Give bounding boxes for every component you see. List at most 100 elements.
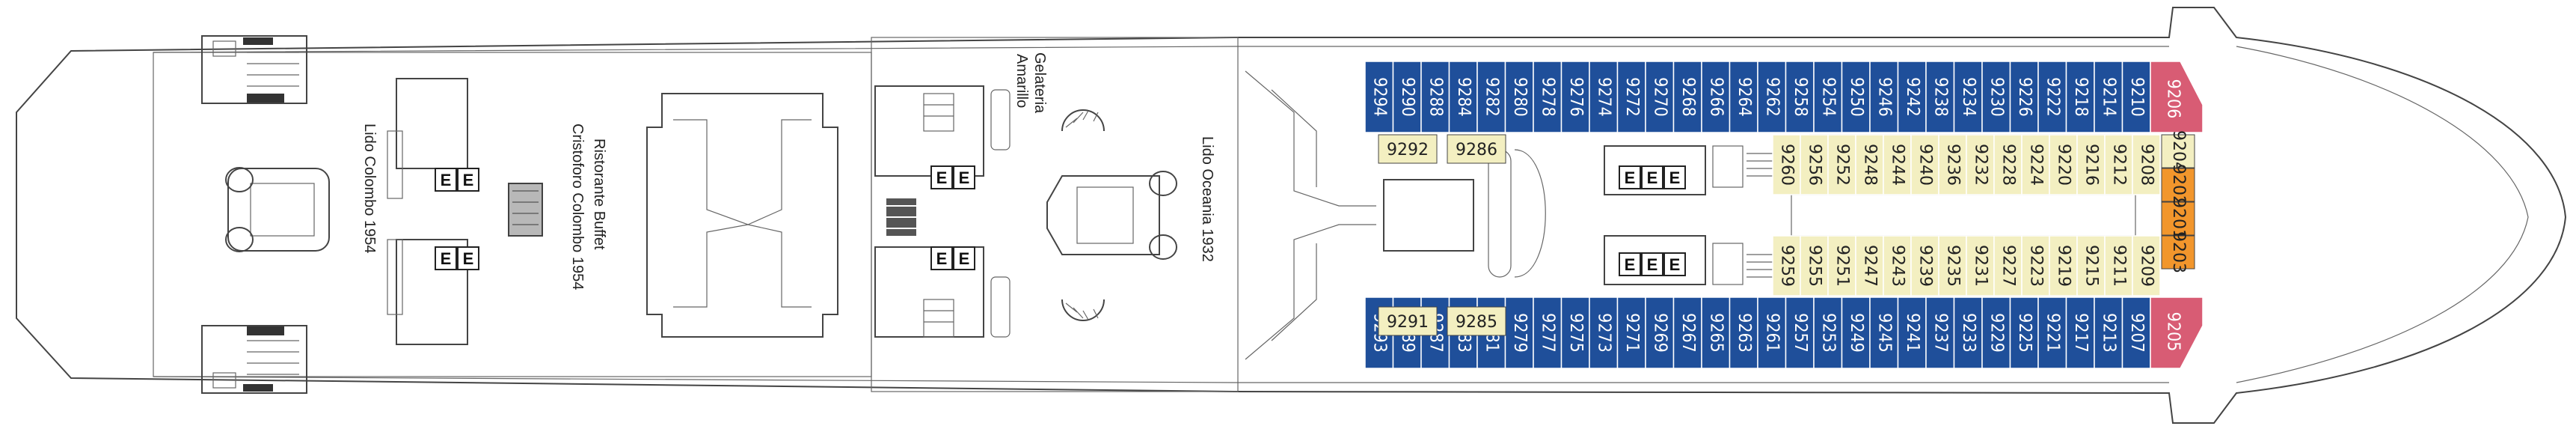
cabin-9288[interactable]: 9288 xyxy=(1420,61,1450,133)
cabin-9257[interactable]: 9257 xyxy=(1785,296,1815,369)
cabin-9237[interactable]: 9237 xyxy=(1925,296,1955,369)
cabin-9250[interactable]: 9250 xyxy=(1841,61,1871,133)
cabin-9256[interactable]: 9256 xyxy=(1800,134,1829,195)
cabin-9220[interactable]: 9220 xyxy=(2049,134,2078,195)
cabin-9277[interactable]: 9277 xyxy=(1533,296,1563,369)
cabin-9292[interactable]: 9292 xyxy=(1378,134,1438,164)
cabin-9275[interactable]: 9275 xyxy=(1560,296,1590,369)
cabin-9286[interactable]: 9286 xyxy=(1447,134,1506,164)
cabin-9247[interactable]: 9247 xyxy=(1855,235,1884,296)
cabin-9294[interactable]: 9294 xyxy=(1364,61,1394,133)
cabin-9226[interactable]: 9226 xyxy=(2009,61,2039,133)
cabin-9239[interactable]: 9239 xyxy=(1910,235,1939,296)
cabin-9291[interactable]: 9291 xyxy=(1378,306,1438,336)
cabin-9225[interactable]: 9225 xyxy=(2009,296,2039,369)
cabin-9242[interactable]: 9242 xyxy=(1897,61,1927,133)
cabin-9232[interactable]: 9232 xyxy=(1966,134,1995,195)
cabin-9284[interactable]: 9284 xyxy=(1448,61,1478,133)
cabin-9278[interactable]: 9278 xyxy=(1533,61,1563,133)
cabin-9263[interactable]: 9263 xyxy=(1729,296,1758,369)
cabin-number: 9237 xyxy=(1931,313,1950,353)
cabin-9267[interactable]: 9267 xyxy=(1672,296,1702,369)
cabin-9201[interactable]: 9201 xyxy=(2161,198,2195,240)
cabin-9280[interactable]: 9280 xyxy=(1504,61,1534,133)
suite-cell xyxy=(2161,235,2195,270)
cabin-9282[interactable]: 9282 xyxy=(1476,61,1506,133)
cabin-9218[interactable]: 9218 xyxy=(2065,61,2095,133)
cabin-9252[interactable]: 9252 xyxy=(1827,134,1856,195)
cabin-9235[interactable]: 9235 xyxy=(1938,235,1967,296)
cabin-9206[interactable]: 9206 xyxy=(2150,61,2204,133)
cabin-9273[interactable]: 9273 xyxy=(1589,296,1619,369)
cabin-9221[interactable]: 9221 xyxy=(2037,296,2067,369)
elevator-box xyxy=(953,246,975,270)
cabin-9234[interactable]: 9234 xyxy=(1953,61,1983,133)
cabin-cell xyxy=(1447,306,1506,336)
cabin-9205[interactable]: 9205 xyxy=(2150,296,2204,369)
cabin-9266[interactable]: 9266 xyxy=(1701,61,1731,133)
cabin-9241[interactable]: 9241 xyxy=(1897,296,1927,369)
cabin-9212[interactable]: 9212 xyxy=(2104,134,2133,195)
cabin-9254[interactable]: 9254 xyxy=(1813,61,1843,133)
cabin-9219[interactable]: 9219 xyxy=(2049,235,2078,296)
cabin-9209[interactable]: 9209 xyxy=(2132,235,2161,296)
cabin-9244[interactable]: 9244 xyxy=(1883,134,1912,195)
cabin-9279[interactable]: 9279 xyxy=(1504,296,1534,369)
cabin-9211[interactable]: 9211 xyxy=(2104,235,2133,296)
cabin-9230[interactable]: 9230 xyxy=(1981,61,2011,133)
elevator-4: E xyxy=(457,246,479,270)
cabin-9258[interactable]: 9258 xyxy=(1785,61,1815,133)
cabin-9213[interactable]: 9213 xyxy=(2094,296,2123,369)
cabin-9251[interactable]: 9251 xyxy=(1827,235,1856,296)
cabin-cell xyxy=(1616,61,1646,133)
cabin-9262[interactable]: 9262 xyxy=(1757,61,1787,133)
cabin-9260[interactable]: 9260 xyxy=(1772,134,1801,195)
cabin-9271[interactable]: 9271 xyxy=(1616,296,1646,369)
cabin-9240[interactable]: 9240 xyxy=(1910,134,1939,195)
cabin-9214[interactable]: 9214 xyxy=(2094,61,2123,133)
cabin-number: 9204 xyxy=(2169,130,2188,172)
cabin-9265[interactable]: 9265 xyxy=(1701,296,1731,369)
cabin-9217[interactable]: 9217 xyxy=(2065,296,2095,369)
cabin-9207[interactable]: 9207 xyxy=(2121,296,2151,369)
cabin-9224[interactable]: 9224 xyxy=(2021,134,2050,195)
cabin-9290[interactable]: 9290 xyxy=(1392,61,1422,133)
cabin-9204[interactable]: 9204 xyxy=(2161,130,2195,172)
cabin-9245[interactable]: 9245 xyxy=(1869,296,1899,369)
cabin-9236[interactable]: 9236 xyxy=(1938,134,1967,195)
cabin-9276[interactable]: 9276 xyxy=(1560,61,1590,133)
cabin-9261[interactable]: 9261 xyxy=(1757,296,1787,369)
cabin-9215[interactable]: 9215 xyxy=(2076,235,2106,296)
cabin-9231[interactable]: 9231 xyxy=(1966,235,1995,296)
cabin-9222[interactable]: 9222 xyxy=(2037,61,2067,133)
cabin-cell xyxy=(2065,61,2095,133)
cabin-number: 9263 xyxy=(1735,313,1754,353)
cabin-9203[interactable]: 9203 xyxy=(2161,231,2195,273)
cabin-9268[interactable]: 9268 xyxy=(1672,61,1702,133)
cabin-9216[interactable]: 9216 xyxy=(2076,134,2106,195)
cabin-9285[interactable]: 9285 xyxy=(1447,306,1506,336)
cabin-9243[interactable]: 9243 xyxy=(1883,235,1912,296)
cabin-9202[interactable]: 9202 xyxy=(2161,164,2195,206)
cabin-9223[interactable]: 9223 xyxy=(2021,235,2050,296)
cabin-9272[interactable]: 9272 xyxy=(1616,61,1646,133)
cabin-9208[interactable]: 9208 xyxy=(2132,134,2161,195)
cabin-9248[interactable]: 9248 xyxy=(1855,134,1884,195)
cabin-9227[interactable]: 9227 xyxy=(1993,235,2023,296)
cabin-9238[interactable]: 9238 xyxy=(1925,61,1955,133)
cabin-9274[interactable]: 9274 xyxy=(1589,61,1619,133)
cabin-number: 9291 xyxy=(1387,313,1429,332)
cabin-9249[interactable]: 9249 xyxy=(1841,296,1871,369)
cabin-9253[interactable]: 9253 xyxy=(1813,296,1843,369)
cabin-9264[interactable]: 9264 xyxy=(1729,61,1758,133)
cabin-9270[interactable]: 9270 xyxy=(1645,61,1675,133)
cabin-9269[interactable]: 9269 xyxy=(1645,296,1675,369)
cabin-9210[interactable]: 9210 xyxy=(2121,61,2151,133)
cabin-9233[interactable]: 9233 xyxy=(1953,296,1983,369)
cabin-9246[interactable]: 9246 xyxy=(1869,61,1899,133)
cabin-9229[interactable]: 9229 xyxy=(1981,296,2011,369)
cabin-9259[interactable]: 9259 xyxy=(1772,235,1801,296)
cabin-number: 9276 xyxy=(1566,77,1586,117)
cabin-9228[interactable]: 9228 xyxy=(1993,134,2023,195)
cabin-9255[interactable]: 9255 xyxy=(1800,235,1829,296)
